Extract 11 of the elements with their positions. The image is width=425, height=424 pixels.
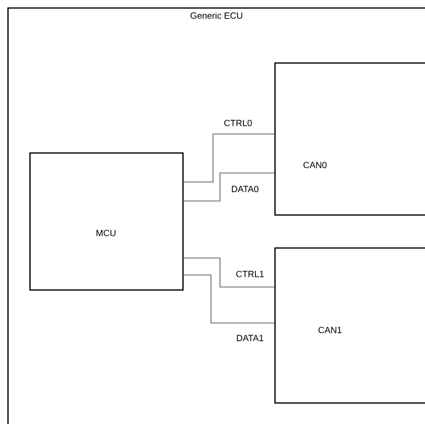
edge-label: CTRL1 (236, 270, 264, 278)
block-box: MCU (29, 152, 184, 291)
block-box: CAN0 (274, 62, 425, 216)
block-box: CAN1 (274, 247, 425, 404)
edge-label: CTRL0 (224, 120, 252, 126)
connector-line (182, 172, 276, 202)
edge-label: DATA1 (236, 334, 264, 342)
connector-line (182, 258, 276, 288)
edge-label: DATA0 (232, 186, 258, 192)
connector-line (182, 274, 276, 324)
connector-line (182, 134, 276, 182)
